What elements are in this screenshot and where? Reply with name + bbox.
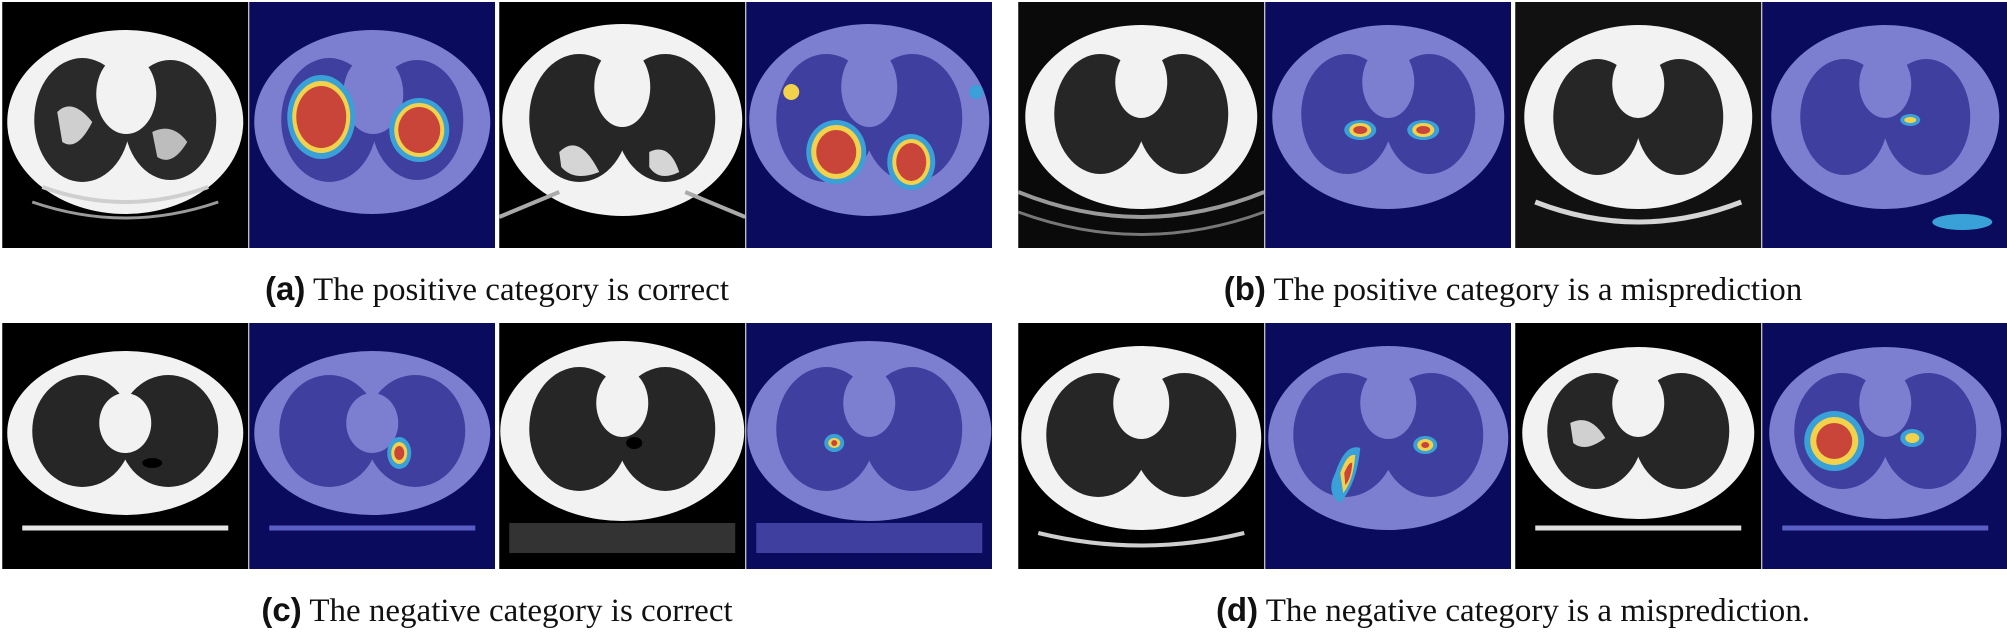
panel-c-images: [2, 323, 992, 569]
ct-scan-image: [1515, 2, 1762, 248]
heatmap-overlay-image: [1761, 323, 2007, 569]
ct-scan-image: [2, 323, 249, 569]
ct-scan-image: [1018, 323, 1265, 569]
caption-d: (d) The negative category is a mispredic…: [1215, 591, 1811, 629]
heatmap-overlay-image: [248, 2, 496, 248]
heatmap-overlay-image: [248, 323, 496, 569]
panel-b-images: [1018, 2, 2007, 248]
caption-b: (b) The positive category is a mispredic…: [1223, 270, 1803, 308]
panel-d-images: [1018, 323, 2007, 569]
caption-c: (c) The negative category is correct: [261, 591, 733, 629]
heatmap-overlay-image: [1264, 2, 1512, 248]
panel-a-images: [2, 2, 992, 248]
ct-scan-image: [1515, 323, 1762, 569]
ct-scan-image: [2, 2, 249, 248]
ct-scan-image: [499, 323, 746, 569]
heatmap-overlay-image: [1264, 323, 1512, 569]
ct-scan-image: [499, 2, 746, 248]
heatmap-overlay-image: [1761, 2, 2007, 248]
heatmap-overlay-image: [745, 323, 993, 569]
heatmap-overlay-image: [745, 2, 993, 248]
ct-scan-image: [1018, 2, 1265, 248]
caption-a: (a) The positive category is correct: [265, 270, 729, 308]
